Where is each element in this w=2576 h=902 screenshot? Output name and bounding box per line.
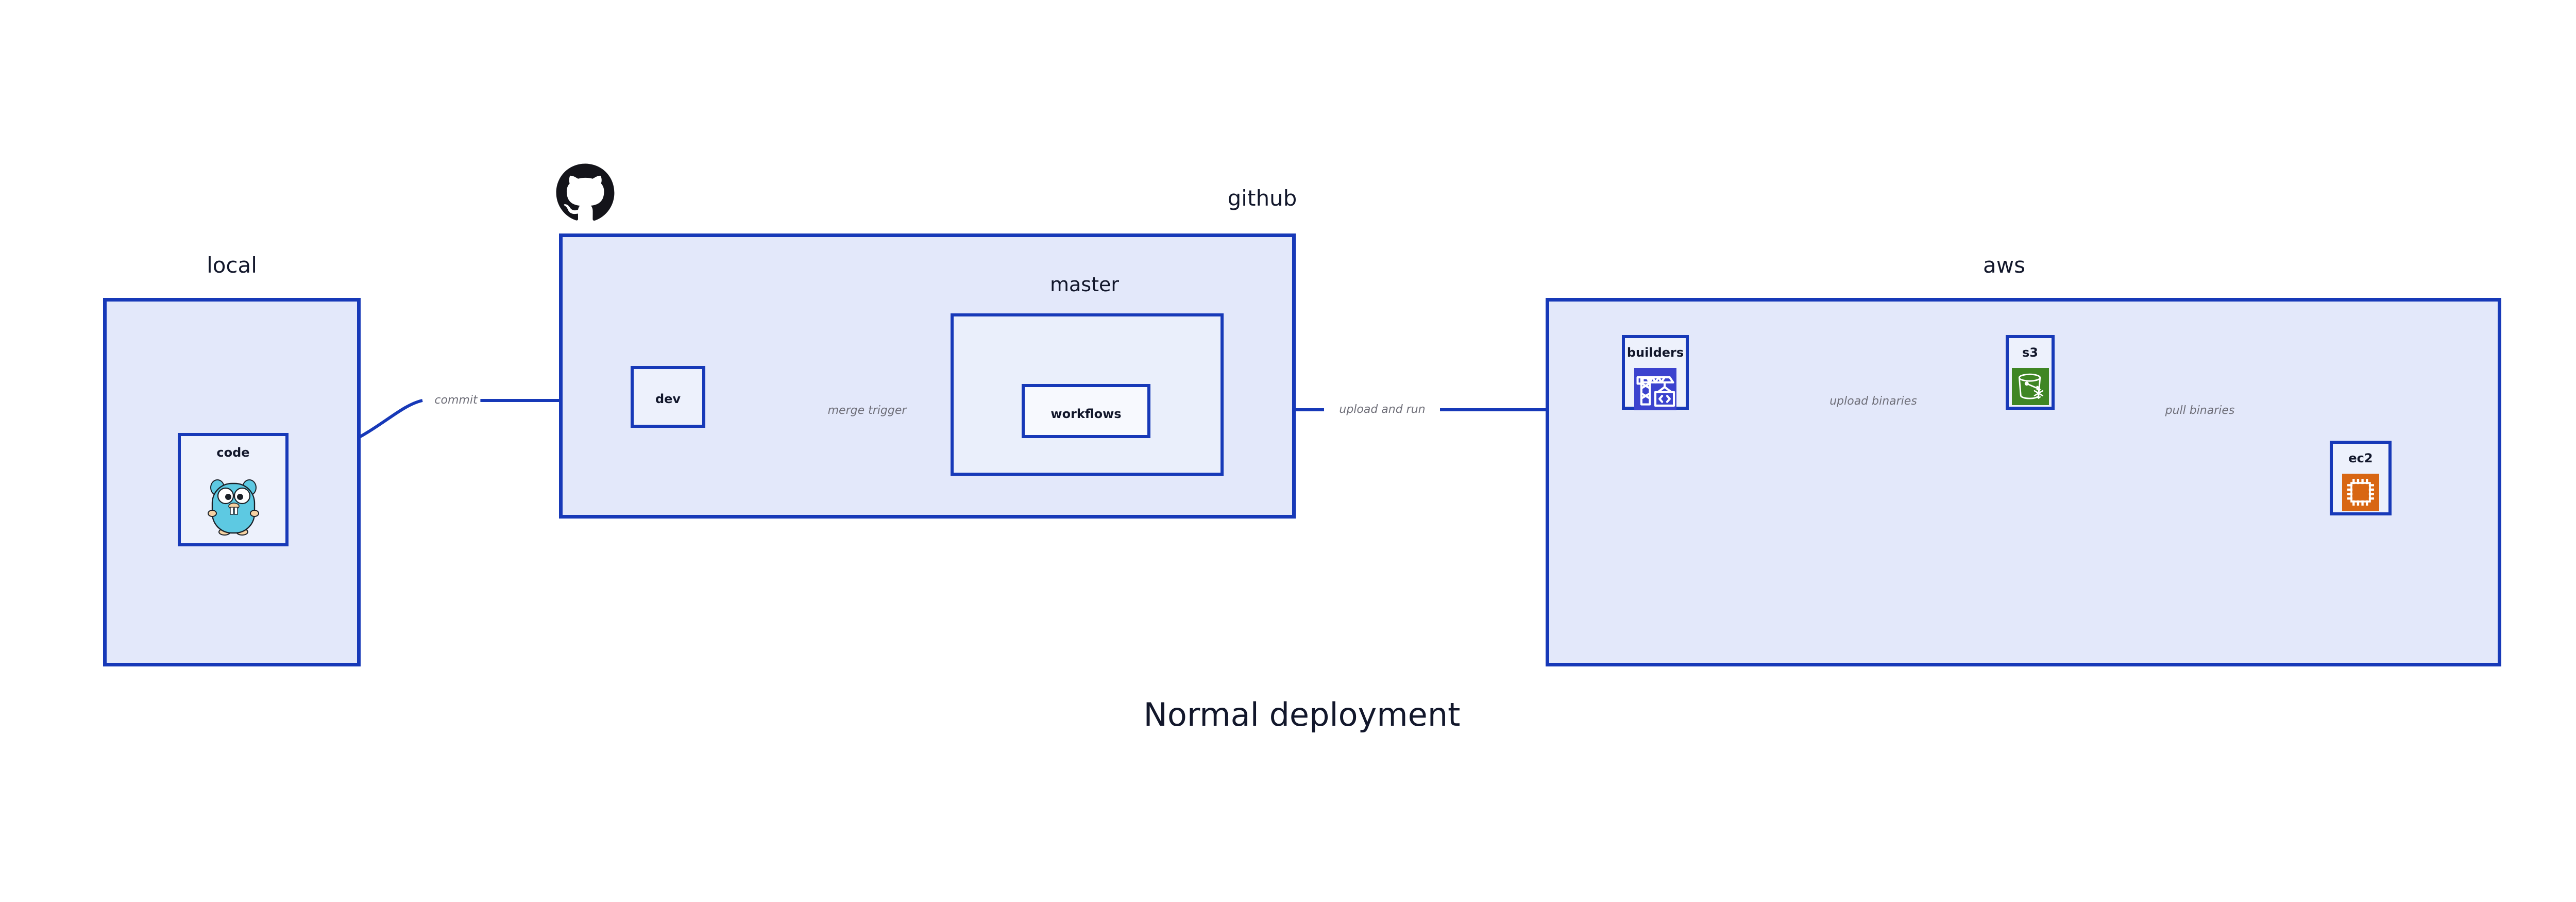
node-workflows-label: workflows [1050, 407, 1122, 421]
node-s3[interactable]: s3 [2006, 335, 2055, 410]
node-code-label: code [216, 445, 250, 460]
group-title-aws: aws [1983, 253, 2025, 278]
subgroup-master [951, 313, 1224, 476]
node-dev[interactable]: dev [631, 366, 705, 428]
group-title-github: github [1227, 186, 1297, 211]
node-builders[interactable]: builders [1622, 335, 1689, 410]
diagram-caption: Normal deployment [0, 696, 2576, 733]
github-octocat-icon [554, 162, 617, 225]
edge-label-merge-trigger: merge trigger [824, 405, 910, 416]
node-dev-label: dev [655, 392, 681, 406]
node-code[interactable]: code [178, 433, 289, 546]
node-s3-label: s3 [2022, 345, 2038, 360]
go-gopher-icon [206, 472, 261, 537]
edge-label-pull-binaries: pull binaries [2162, 405, 2238, 416]
aws-codebuild-icon [1634, 368, 1676, 410]
node-ec2[interactable]: ec2 [2330, 441, 2392, 515]
diagram-caption-text: Normal deployment [1143, 696, 1461, 733]
subgroup-title-master: master [1049, 273, 1119, 296]
group-title-local: local [207, 253, 257, 278]
node-ec2-label: ec2 [2348, 451, 2373, 465]
edge-label-upload-binaries: upload binaries [1826, 396, 1920, 407]
aws-ec2-icon [2342, 474, 2379, 511]
edge-label-commit: commit [431, 395, 481, 406]
node-builders-label: builders [1626, 345, 1684, 360]
aws-s3-icon [2011, 368, 2049, 405]
edge-label-upload-and-run: upload and run [1336, 404, 1429, 415]
node-workflows[interactable]: workflows [1022, 384, 1150, 438]
